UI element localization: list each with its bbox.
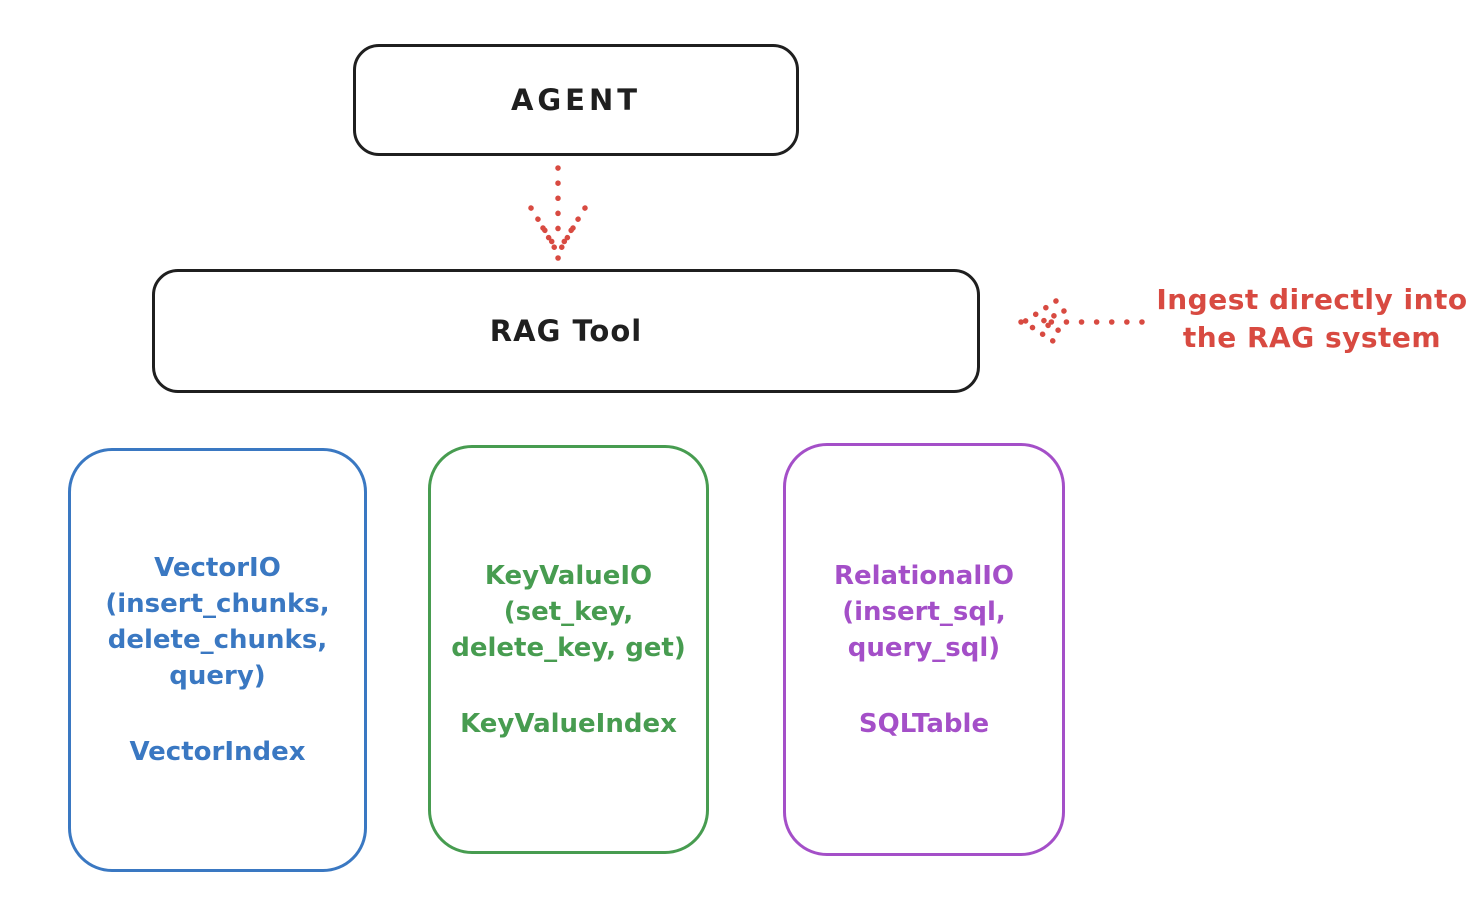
storage-box-line: (insert_sql, xyxy=(842,596,1006,627)
keyvalue-io-box: KeyValueIO (set_key, delete_key, get) Ke… xyxy=(428,445,709,854)
relational-io-box: RelationalIO (insert_sql, query_sql) SQL… xyxy=(783,443,1065,856)
storage-box-line: delete_chunks, xyxy=(107,625,328,655)
agent-to-rag-arrow-icon xyxy=(528,165,588,261)
storage-box-line: (insert_chunks, xyxy=(105,589,330,619)
storage-box-line: VectorIO xyxy=(154,553,281,583)
storage-box-line: query) xyxy=(169,661,266,691)
vector-io-box: VectorIO (insert_chunks, delete_chunks, … xyxy=(68,448,367,872)
storage-box-line: delete_key, get) xyxy=(451,632,686,663)
storage-box-line: query_sql) xyxy=(847,632,1001,663)
annotation-arrow-icon xyxy=(1018,298,1145,346)
agent-node: AGENT xyxy=(353,44,799,156)
storage-box-index-label: KeyValueIndex xyxy=(460,708,677,739)
storage-box-line: RelationalIO xyxy=(833,560,1015,591)
storage-box-methods: KeyValueIO (set_key, delete_key, get) xyxy=(451,558,686,666)
agent-label: AGENT xyxy=(510,83,642,117)
storage-box-index-label: VectorIndex xyxy=(129,737,306,767)
ingest-annotation-line2: the RAG system xyxy=(1182,321,1442,354)
storage-box-methods: VectorIO (insert_chunks, delete_chunks, … xyxy=(105,550,329,694)
storage-box-line: KeyValueIO xyxy=(484,560,653,591)
storage-box-index-label: SQLTable xyxy=(858,708,990,739)
rag-tool-label: RAG Tool xyxy=(489,314,643,348)
ingest-annotation-line1: Ingest directly into xyxy=(1156,283,1468,316)
ingest-annotation: Ingest directly into the RAG system xyxy=(1140,281,1484,357)
rag-tool-node: RAG Tool xyxy=(152,269,980,393)
storage-box-line: (set_key, xyxy=(503,596,634,627)
storage-box-methods: RelationalIO (insert_sql, query_sql) xyxy=(834,558,1014,666)
